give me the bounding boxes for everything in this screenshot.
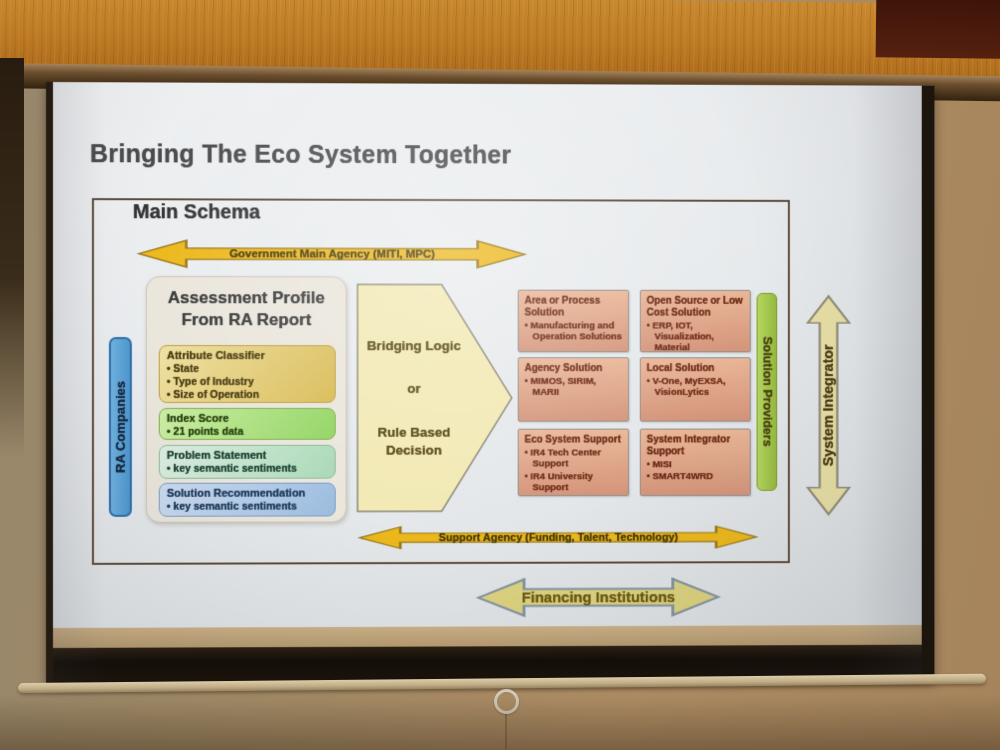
bridging-logic-pentagon: Bridging Logic or Rule Based Decision [357,283,513,512]
vertical-double-arrow-icon [805,294,853,517]
solution-box-sys-integrator-support: System Integrator Support MISI SMART4WRD [639,428,751,497]
ra-companies-label: RA Companies [112,381,128,473]
box-bullet: State [167,363,328,376]
solution-box-bullet: V-One, MyEXSA, VisionLytics [647,376,744,399]
solution-box-bullet: IR4 Tech Center Support [525,447,622,470]
slide-title: Bringing The Eco System Together [89,140,512,170]
box-title: Index Score [166,412,229,425]
pentagon-icon [357,283,513,512]
solution-box-title: Open Source or Low Cost Solution [646,295,743,319]
solution-box-title: Eco System Support [524,434,621,446]
support-agency-label: Support Agency (Funding, Talent, Technol… [438,531,679,544]
solution-box-area-process: Area or Process Solution Manufacturing a… [517,289,629,353]
attribute-classifier-box: Attribute Classifier State Type of Indus… [158,345,336,403]
box-title: Problem Statement [166,449,267,462]
solution-providers-label: Solution Providers [760,336,774,447]
financing-institutions-arrow: Financing Institutions [474,576,722,618]
solution-box-title: Agency Solution [524,363,603,375]
solution-box-bullet: Manufacturing and Operation Solutions [525,320,622,343]
solution-providers-bar: Solution Providers [756,292,778,491]
solution-box-agency: Agency Solution MIMOS, SIRIM, MARII [517,357,629,422]
support-agency-arrow: Support Agency (Funding, Talent, Technol… [356,525,761,551]
box-bullet: key semantic sentiments [167,463,328,476]
system-integrator-arrow: System Integrator [805,294,853,517]
solution-box-bullet: IR4 University Support [525,471,622,494]
financing-institutions-label: Financing Institutions [521,588,676,606]
index-score-box: Index Score 21 points data [158,407,336,440]
government-agency-label: Government Main Agency (MITI, MPC) [229,248,435,261]
screen-pull-cord [505,713,507,749]
box-title: Solution Recommendation [166,487,306,500]
presentation-slide: Bringing The Eco System Together Main Sc… [52,82,922,628]
double-arrow-icon [474,576,722,618]
projector-screen: Bringing The Eco System Together Main Sc… [46,82,935,684]
solution-box-bullet: MISI [647,459,744,470]
pentagon-line1: Bridging Logic [366,338,462,354]
system-integrator-label: System Integrator [805,294,853,517]
box-title: Attribute Classifier [166,350,265,363]
solution-box-local: Local Solution V-One, MyEXSA, VisionLyti… [639,357,751,422]
government-agency-arrow: Government Main Agency (MITI, MPC) [135,238,529,270]
pentagon-line2: or [407,381,421,397]
solution-box-bullet: ERP, IOT, Visualization, Material [647,320,744,354]
dark-corner [875,0,1000,59]
assessment-profile-panel: Assessment Profile From RA Report Attrib… [145,276,347,523]
ra-companies-bar: RA Companies [108,337,132,517]
solution-box-title: Area or Process Solution [524,295,601,319]
box-bullet: 21 points data [167,426,328,439]
solution-box-eco-support: Eco System Support IR4 Tech Center Suppo… [517,428,629,497]
box-bullet: Size of Operation [167,389,328,402]
pentagon-line3: Rule Based Decision [377,424,451,458]
solution-box-title: Local Solution [646,363,715,375]
solution-box-open-source: Open Source or Low Cost Solution ERP, IO… [639,289,751,354]
double-arrow-icon [356,525,761,551]
solution-box-title: System Integrator Support [646,434,731,458]
system-integrator-text: System Integrator [820,344,837,467]
bridging-logic-text: Bridging Logic or Rule Based Decision [362,283,465,512]
screen-pull-ring[interactable] [494,689,519,714]
main-schema-label: Main Schema [132,201,261,224]
problem-statement-box: Problem Statement key semantic sentiment… [158,444,336,479]
solution-box-bullet: SMART4WRD [647,471,744,482]
box-bullet: key semantic sentiments [167,501,328,514]
assessment-profile-title: Assessment Profile From RA Report [167,288,325,330]
double-arrow-icon [135,238,529,270]
wall-shadow [0,58,24,458]
box-bullet: Type of Industry [167,376,328,389]
solution-box-bullet: MIMOS, SIRIM, MARII [525,376,622,399]
solution-recommendation-box: Solution Recommendation key semantic sen… [158,482,336,517]
